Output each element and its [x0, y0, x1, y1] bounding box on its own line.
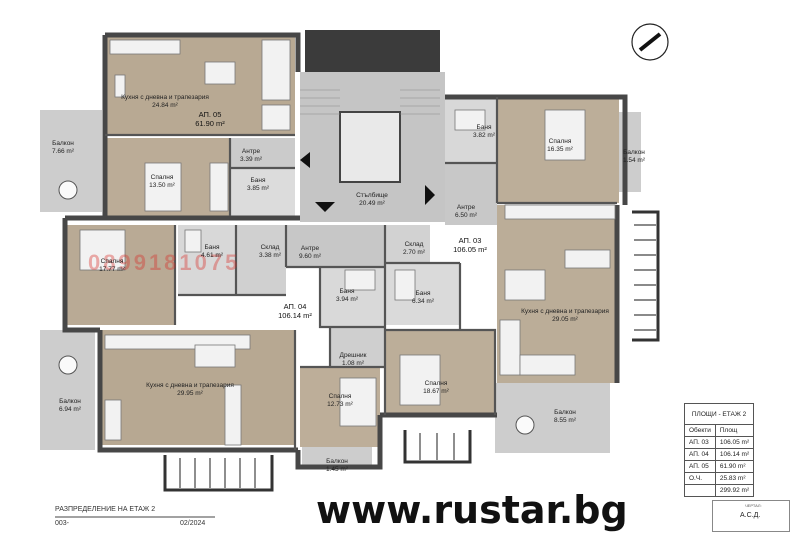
north-arrow-icon: [631, 23, 669, 61]
railings: [163, 210, 660, 492]
ap04-balcony-l: [40, 330, 95, 450]
ap04-storage-floor: [236, 225, 286, 295]
website-url[interactable]: www.rustar.bg: [316, 488, 628, 532]
interior-walls: [105, 97, 617, 450]
stair-arrow-left: [300, 152, 310, 168]
area-table-header: Обекти: [684, 424, 716, 437]
table-row: О.Ч.25.83 m²: [684, 472, 755, 485]
exterior-walls: [62, 32, 628, 470]
signature-box: [712, 500, 790, 532]
ap04-hall-floor: [286, 225, 385, 267]
drawing-title: РАЗПРЕДЕЛЕНИЕ НА ЕТАЖ 2: [55, 506, 156, 513]
ap03-balcony-b: [495, 383, 610, 453]
phone-watermark: 0899181075: [88, 250, 241, 275]
balcony-tables: [58, 180, 535, 435]
ap04-balcony-b: [302, 447, 372, 469]
table-row: 299.92 m²: [684, 484, 755, 497]
stair-arrow-right: [425, 185, 435, 205]
furniture: [79, 39, 616, 446]
drawing-date: 02/2024: [180, 520, 206, 527]
area-table-title: ПЛОЩИ - ЕТАЖ 2: [683, 403, 755, 425]
ap03-hall-floor: [445, 163, 497, 225]
stairwell-core: [339, 111, 401, 183]
area-table-header: Площ: [714, 424, 755, 437]
ap03-storage-floor: [385, 225, 430, 263]
stair-steps: [300, 89, 440, 115]
elevator-shaft: [305, 30, 440, 72]
sheet-number: 003-: [55, 520, 70, 527]
signature-value: А.С.Д.: [740, 512, 761, 519]
ap05-bath-floor: [230, 168, 295, 216]
stair-arrow-down: [315, 202, 335, 212]
ap05-hall-floor: [230, 138, 295, 168]
signature-label: ЧЕРТАЛ:: [745, 503, 762, 508]
ap04-wardrobe-floor: [330, 327, 385, 367]
railing-bars: [179, 224, 656, 488]
